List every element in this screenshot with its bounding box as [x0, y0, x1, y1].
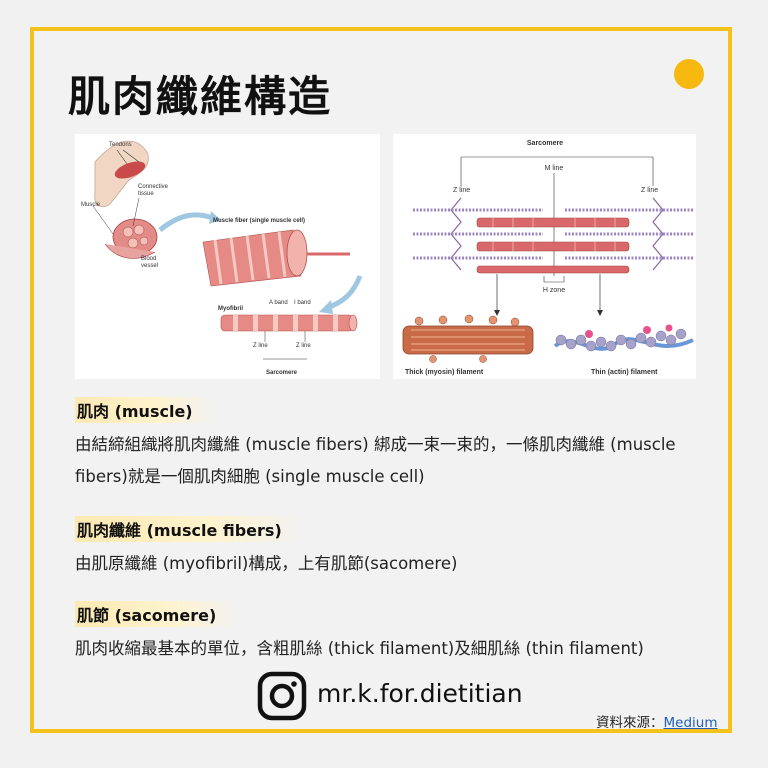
section-body-sarcomere: 肌肉收縮最基本的單位，含粗肌絲 (thick filament)及細肌絲 (th… [75, 639, 644, 658]
label-sarcomere: Sarcomere [266, 370, 298, 376]
source-credit: 資料來源：Medium [596, 711, 717, 731]
label-m-line: M line [545, 165, 564, 172]
label-tendons: Tendons [109, 142, 132, 148]
source-label: 資料來源： [596, 715, 664, 731]
decorative-dot [674, 59, 704, 89]
label-connective-1: Connective [138, 184, 169, 190]
label-z-line-right: Z line [641, 187, 658, 194]
sarcomere-diagram: Sarcomere M line Z line Z line [393, 134, 696, 379]
instagram-handle: mr.k.for.dietitian [317, 679, 523, 708]
label-thin-filament: Thin (actin) filament [591, 369, 658, 376]
label-a-band: A band [269, 300, 288, 306]
label-myofibril: Myofibril [218, 306, 243, 312]
poster-frame: 肌肉纖維構造 Tendons Muscle Connective tissue … [30, 27, 732, 733]
section-heading-muscle-fibers: 肌肉纖維 (muscle fibers) [75, 516, 304, 542]
label-blood-2: vessel [141, 263, 158, 269]
label-muscle-fiber: Muscle fiber (single muscle cell) [213, 218, 305, 224]
section-body-muscle: 由結締組織將肌肉纖維 (muscle fibers) 綁成一束一束的，一條肌肉纖… [75, 435, 676, 486]
label-muscle: Muscle [81, 202, 101, 208]
label-z-line-1: Z line [253, 343, 268, 349]
label-i-band: I band [294, 300, 311, 306]
source-link[interactable]: Medium [663, 715, 718, 731]
instagram-icon [257, 671, 307, 721]
section-muscle: 肌肉 (muscle) 由結締組織將肌肉纖維 (muscle fibers) 綁… [75, 397, 715, 493]
muscle-structure-diagram: Tendons Muscle Connective tissue Blood v… [75, 134, 380, 379]
page-title: 肌肉纖維構造 [68, 72, 333, 121]
label-z-line-2: Z line [296, 343, 311, 349]
label-sarcomere-top: Sarcomere [527, 140, 563, 147]
section-heading-muscle: 肌肉 (muscle) [75, 397, 215, 423]
section-muscle-fibers: 肌肉纖維 (muscle fibers) 由肌原纖維 (myofibril)構成… [75, 516, 715, 580]
label-z-line-left: Z line [453, 187, 470, 194]
label-h-zone: H zone [543, 287, 565, 294]
section-body-muscle-fibers: 由肌原纖維 (myofibril)構成，上有肌節(sacomere) [75, 554, 458, 573]
section-sarcomere: 肌節 (sacomere) 肌肉收縮最基本的單位，含粗肌絲 (thick fil… [75, 601, 715, 665]
section-heading-sarcomere: 肌節 (sacomere) [75, 601, 239, 627]
label-thick-filament: Thick (myosin) filament [405, 369, 484, 376]
label-connective-2: tissue [138, 191, 154, 197]
label-blood-1: Blood [141, 256, 156, 262]
